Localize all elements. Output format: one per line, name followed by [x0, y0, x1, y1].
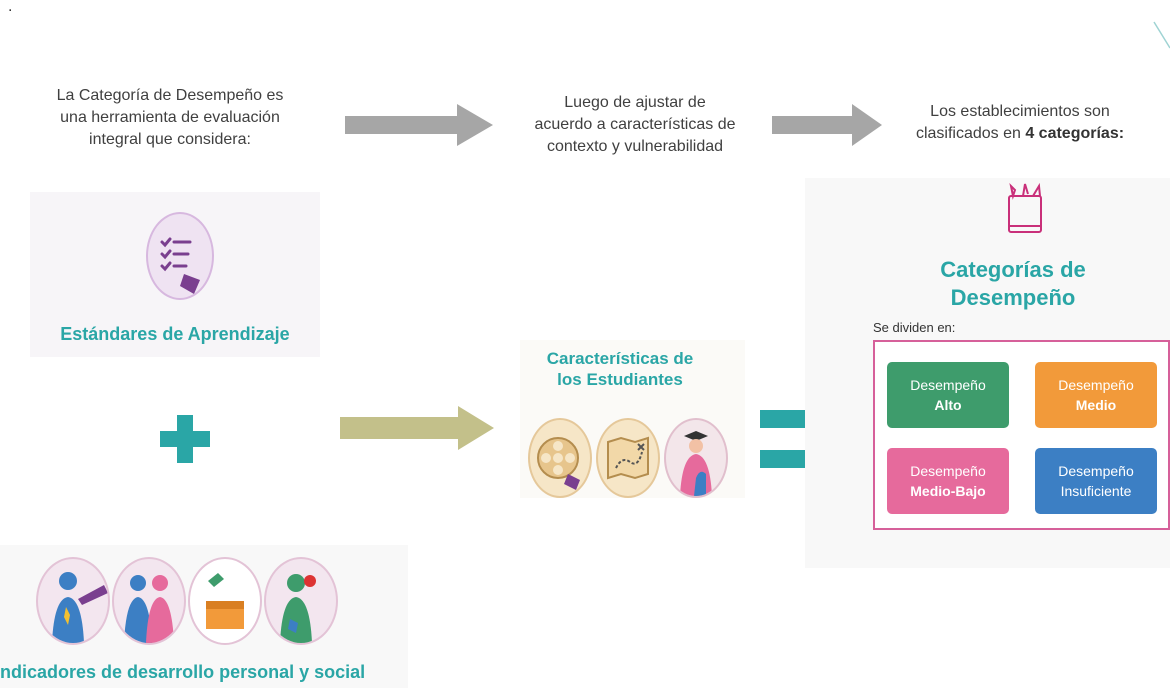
categorias-subtitle: Se dividen en:: [873, 320, 956, 335]
categorias-title: Categorías de Desempeño: [940, 257, 1086, 310]
pencil-cup-icon: [1008, 182, 1042, 233]
two-people-icon: [112, 557, 186, 645]
checklist-icon: [146, 212, 214, 300]
intro-middle-text: Luego de ajustar de acuerdo a caracterís…: [534, 94, 736, 155]
estandares-panel: Estándares de Aprendizaje: [30, 192, 320, 357]
corner-decoration: [1153, 21, 1170, 49]
indicadores-panel: ndicadores de desarrollo personal y soci…: [0, 545, 408, 688]
box-icon: [188, 557, 262, 645]
person-medal-icon: [36, 557, 110, 645]
intro-right-text: Los establecimientos son clasificados en…: [915, 103, 1125, 142]
arrow-gray-2: [772, 104, 882, 146]
caracteristicas-title: Características de los Estudiantes: [546, 349, 694, 389]
arrow-gray-1: [345, 104, 493, 146]
plus-icon: [160, 415, 210, 463]
caracteristicas-panel: Características de los Estudiantes: [520, 340, 745, 498]
intro-left-text: La Categoría de Desempeño es una herrami…: [56, 87, 284, 148]
person-apple-icon: [264, 557, 338, 645]
estandares-title: Estándares de Aprendizaje: [60, 324, 290, 344]
categorias-panel: Categorías de Desempeño Se dividen en: D…: [805, 178, 1170, 568]
film-reel-icon: [528, 418, 592, 498]
arrow-olive: [340, 406, 494, 450]
corner-dot: .: [8, 0, 13, 15]
indicadores-title: ndicadores de desarrollo personal y soci…: [0, 662, 366, 682]
graduate-icon: [664, 418, 728, 498]
map-icon: [596, 418, 660, 498]
